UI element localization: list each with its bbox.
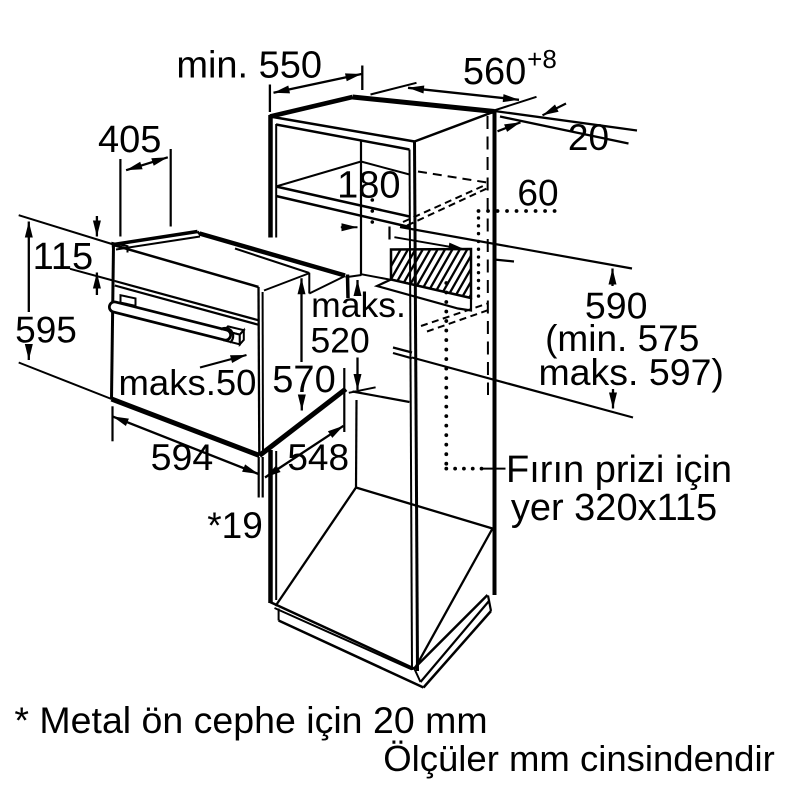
svg-text:Ölçüler mm cinsindendir: Ölçüler mm cinsindendir bbox=[383, 738, 774, 779]
svg-text:594: 594 bbox=[151, 436, 214, 478]
svg-text:maks.: maks. bbox=[311, 285, 406, 325]
svg-text:405: 405 bbox=[98, 119, 161, 161]
svg-text:520: 520 bbox=[310, 321, 369, 361]
svg-text:570: 570 bbox=[272, 359, 335, 401]
svg-text:20: 20 bbox=[568, 117, 609, 158]
svg-text:548: 548 bbox=[287, 437, 349, 478]
svg-text:maks. 597): maks. 597) bbox=[538, 351, 724, 393]
svg-text:* Metal ön cephe için 20 mm: * Metal ön cephe için 20 mm bbox=[14, 699, 487, 741]
svg-text:60: 60 bbox=[517, 173, 558, 214]
svg-text:maks.50: maks.50 bbox=[119, 362, 257, 403]
svg-text:yer 320x115: yer 320x115 bbox=[511, 487, 717, 529]
svg-text:+8: +8 bbox=[527, 44, 557, 74]
svg-text:560: 560 bbox=[463, 51, 526, 93]
svg-text:180: 180 bbox=[337, 165, 400, 207]
svg-text:595: 595 bbox=[15, 309, 77, 350]
svg-text:Fırın prizi için: Fırın prizi için bbox=[506, 449, 732, 491]
svg-text:min. 550: min. 550 bbox=[176, 44, 322, 86]
svg-text:115: 115 bbox=[33, 236, 94, 278]
svg-text:*19: *19 bbox=[207, 505, 263, 546]
